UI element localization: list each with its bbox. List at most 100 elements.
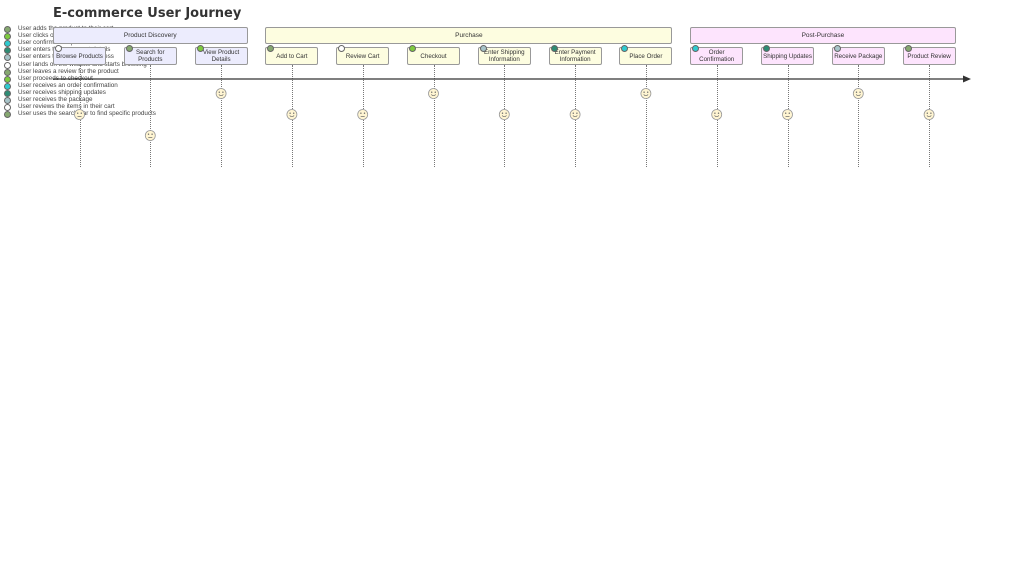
face-eye bbox=[788, 112, 790, 114]
task-box: Order Confirmation bbox=[690, 47, 744, 65]
task-box: Add to Cart bbox=[265, 47, 319, 65]
face-mouth bbox=[572, 115, 578, 118]
task-box: Enter Payment Information bbox=[548, 47, 602, 65]
task-label: Checkout bbox=[420, 52, 447, 60]
face-mouth bbox=[431, 94, 436, 97]
task-box: Enter Shipping Information bbox=[477, 47, 531, 65]
section-header: Post-Purchase bbox=[690, 27, 956, 44]
task-actor-dot bbox=[904, 45, 912, 52]
neutral-face-icon bbox=[782, 109, 793, 120]
legend-color-dot bbox=[4, 82, 11, 90]
face-mouth bbox=[643, 94, 649, 97]
legend-label: User receives the package bbox=[18, 96, 93, 103]
face-mouth bbox=[714, 115, 720, 118]
face-eye bbox=[572, 112, 574, 114]
face-outline bbox=[215, 88, 227, 99]
smiley-face-icon bbox=[215, 88, 227, 99]
legend-label: User receives an order confirmation bbox=[18, 81, 118, 89]
task-label: Review Cart bbox=[345, 52, 380, 60]
face-eye bbox=[80, 112, 83, 114]
face-eye bbox=[293, 112, 295, 114]
smiley-face-icon bbox=[640, 88, 652, 99]
task-box: Browse Products bbox=[53, 47, 106, 65]
legend-label: User leaves a review for the product bbox=[18, 67, 119, 75]
legend-color-dot bbox=[4, 104, 11, 112]
diagram-title: E-commerce User Journey bbox=[53, 6, 242, 21]
task-dotted-line bbox=[221, 65, 223, 167]
task-actor-dot bbox=[55, 45, 62, 52]
face-outline bbox=[74, 109, 85, 120]
task-actor-dot bbox=[125, 45, 133, 52]
face-eye bbox=[363, 112, 366, 114]
task-dotted-line bbox=[150, 65, 152, 167]
task-label: Place Order bbox=[629, 52, 663, 60]
neutral-face-icon bbox=[357, 109, 369, 120]
legend-color-dot bbox=[4, 97, 11, 104]
face-eye bbox=[714, 112, 716, 114]
smiley-face-icon bbox=[711, 109, 723, 120]
task-label: Order Confirmation bbox=[699, 49, 735, 63]
face-eye bbox=[785, 112, 787, 114]
task-box: Receive Package bbox=[831, 47, 885, 65]
task-box: Review Cart bbox=[336, 47, 390, 65]
legend-color-dot bbox=[4, 111, 11, 119]
task-dotted-line bbox=[645, 65, 647, 167]
task-box: Product Review bbox=[902, 47, 956, 65]
task-label: Shipping Updates bbox=[763, 52, 812, 60]
face-mouth bbox=[289, 115, 295, 118]
face-eye bbox=[926, 112, 928, 114]
legend-label: User uses the search bar to find specifi… bbox=[18, 110, 156, 118]
face-eye bbox=[576, 112, 578, 114]
neutral-face-icon bbox=[144, 130, 156, 141]
task-label: View Product Details bbox=[202, 49, 240, 63]
legend-color-dot bbox=[4, 33, 11, 41]
legend-color-dot bbox=[4, 40, 11, 48]
face-outline bbox=[357, 109, 369, 120]
face-eye bbox=[717, 112, 720, 114]
neutral-face-icon bbox=[74, 109, 85, 120]
face-outline bbox=[498, 109, 510, 120]
face-eye bbox=[431, 91, 433, 93]
face-eye bbox=[647, 91, 649, 93]
task-label: Add to Cart bbox=[276, 52, 308, 60]
task-actor-dot bbox=[692, 45, 700, 52]
task-box: Checkout bbox=[407, 47, 460, 65]
face-eye bbox=[151, 133, 153, 135]
task-label: Receive Package bbox=[834, 52, 883, 60]
face-outline bbox=[711, 109, 723, 120]
face-eye bbox=[930, 112, 932, 114]
face-outline bbox=[569, 109, 581, 120]
task-box: Place Order bbox=[619, 47, 673, 65]
legend-label: User reviews the items in their cart bbox=[18, 103, 115, 111]
legend-label: User receives shipping updates bbox=[18, 88, 106, 96]
task-actor-dot bbox=[550, 45, 558, 52]
task-box: View Product Details bbox=[194, 47, 248, 65]
smiley-face-icon bbox=[852, 88, 864, 99]
section-header: Purchase bbox=[265, 27, 673, 44]
timeline-arrowhead bbox=[963, 75, 971, 83]
face-eye bbox=[501, 112, 504, 114]
face-outline bbox=[782, 109, 793, 120]
smiley-face-icon bbox=[428, 88, 439, 99]
face-mouth bbox=[501, 115, 507, 118]
face-outline bbox=[428, 88, 439, 99]
legend-label: User proceeds to checkout bbox=[18, 74, 93, 82]
face-eye bbox=[218, 91, 220, 93]
task-dotted-line bbox=[433, 65, 435, 167]
legend-color-dot bbox=[4, 47, 11, 55]
legend-color-dot bbox=[4, 61, 11, 69]
task-label: Enter Shipping Information bbox=[484, 49, 525, 63]
smiley-face-icon bbox=[923, 109, 935, 120]
task-actor-dot bbox=[763, 45, 770, 52]
face-eye bbox=[289, 112, 291, 114]
face-eye bbox=[77, 112, 79, 114]
smiley-face-icon bbox=[286, 109, 298, 120]
task-actor-dot bbox=[833, 45, 841, 52]
task-label: Enter Payment Information bbox=[554, 49, 596, 63]
face-eye bbox=[643, 91, 645, 93]
task-label: Browse Products bbox=[56, 52, 103, 60]
legend-color-dot bbox=[4, 68, 11, 76]
face-outline bbox=[923, 109, 935, 120]
face-mouth bbox=[926, 115, 932, 118]
